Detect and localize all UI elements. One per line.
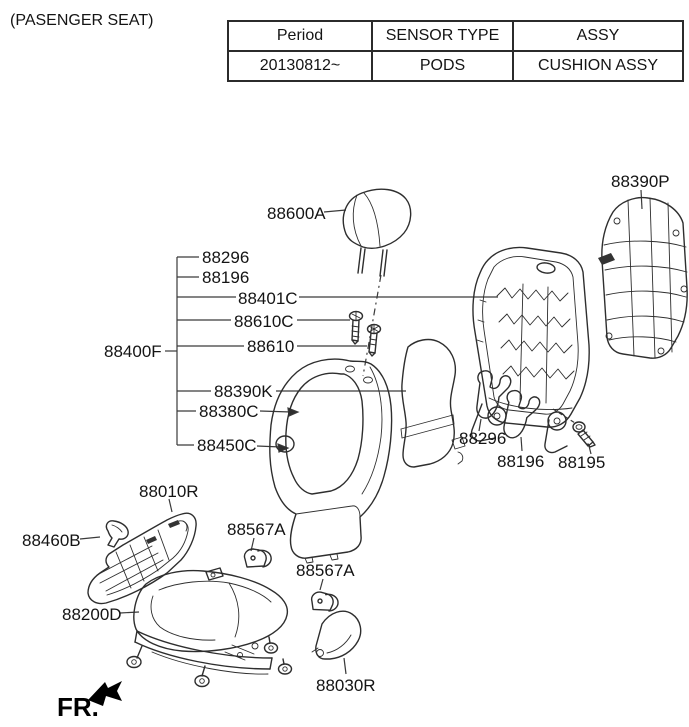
hook-88196-drawing [502, 389, 542, 441]
seatback-frame-drawing [470, 246, 590, 454]
info-table-header-assy: ASSY [512, 20, 684, 52]
info-table: Period SENSOR TYPE ASSY 20130812~ PODS C… [227, 20, 684, 82]
info-table-value-assy: CUSHION ASSY [512, 50, 684, 82]
recline-lever-drawing [105, 520, 129, 548]
part-label-88390K: 88390K [214, 382, 273, 401]
part-label-88567A-lower: 88567A [296, 561, 355, 580]
headrest-drawing [342, 188, 412, 277]
part-label-88196-bracket: 88196 [202, 268, 249, 287]
part-label-88390P: 88390P [611, 172, 670, 191]
part-label-88401C: 88401C [238, 289, 298, 308]
outer-cover-drawing [311, 610, 362, 660]
part-label-88460B: 88460B [22, 531, 81, 550]
part-label-88567A-upper: 88567A [227, 520, 286, 539]
info-table-value-sensor: PODS [371, 50, 514, 82]
label-bracket [165, 256, 498, 448]
info-table-header-row: Period SENSOR TYPE ASSY [227, 20, 684, 52]
seatback-cover-drawing [269, 358, 393, 564]
part-label-88610C: 88610C [234, 312, 294, 331]
part-label-88296-frame: 88296 [459, 429, 506, 448]
back-panel-drawing [598, 196, 688, 359]
assembly-dash-lines [362, 274, 576, 424]
part-labels: 88600A 88296 88196 88401C 88610C 88610 8… [22, 172, 670, 722]
clip-lower-drawing [309, 590, 340, 613]
info-table-header-sensor: SENSOR TYPE [371, 20, 514, 52]
part-label-88450C: 88450C [197, 436, 257, 455]
fr-direction-label: FR. [57, 692, 99, 722]
side-shield-drawing [87, 512, 197, 605]
clip-upper-drawing [243, 548, 272, 568]
part-label-88196-frame: 88196 [497, 452, 544, 471]
board-88390k-drawing [400, 338, 466, 468]
screw-88610-drawing [366, 323, 382, 357]
part-label-88010R: 88010R [139, 482, 199, 501]
part-label-88400F: 88400F [104, 342, 162, 361]
part-label-88610: 88610 [247, 337, 294, 356]
bolt-88195-drawing [572, 421, 596, 448]
part-label-88380C: 88380C [199, 402, 259, 421]
screw-88610c-drawing [348, 310, 364, 345]
fr-direction-arrow-icon [88, 681, 122, 706]
part-label-88600A: 88600A [267, 204, 326, 223]
info-table-header-period: Period [227, 20, 373, 52]
part-label-88195: 88195 [558, 453, 605, 472]
info-table-value-row: 20130812~ PODS CUSHION ASSY [227, 50, 684, 82]
part-label-88296-bracket: 88296 [202, 248, 249, 267]
cushion-drawing [126, 567, 293, 688]
info-table-value-period: 20130812~ [227, 50, 373, 82]
part-label-88200D: 88200D [62, 605, 122, 624]
page-title: (PASENGER SEAT) [10, 12, 154, 29]
part-label-88030R: 88030R [316, 676, 376, 695]
